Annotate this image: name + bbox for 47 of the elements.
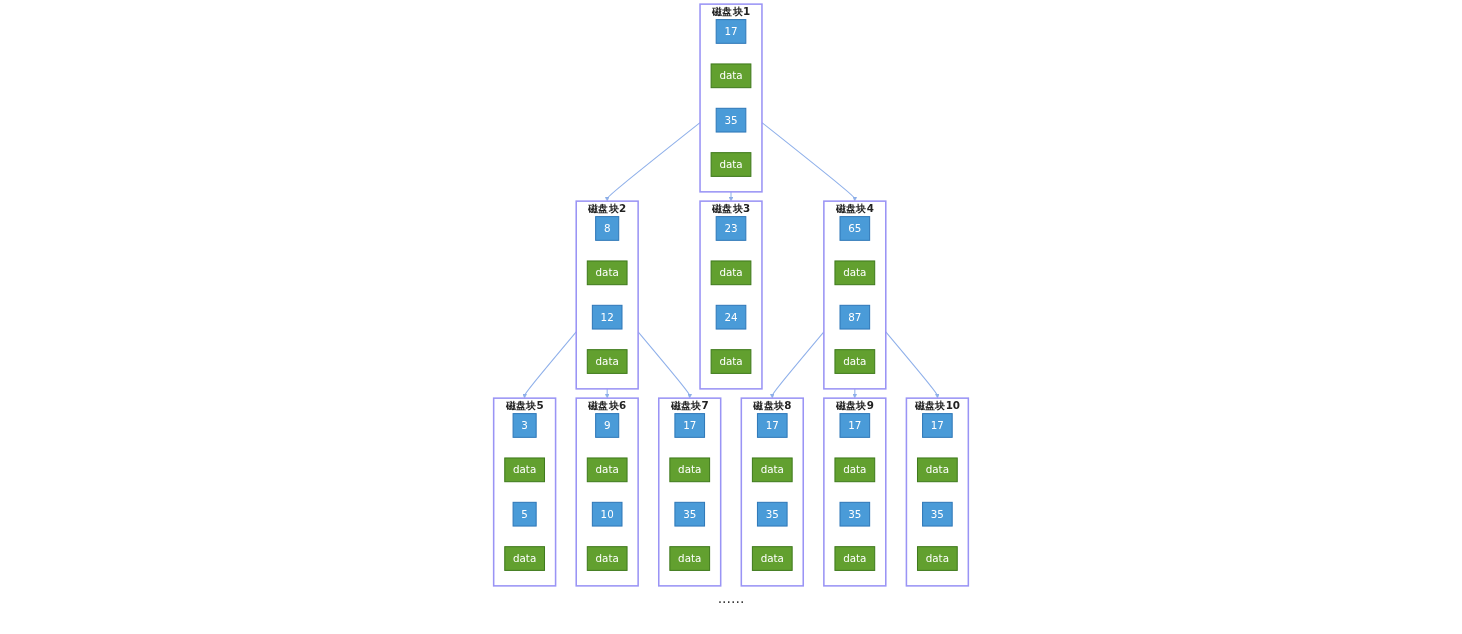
node-box: data xyxy=(710,152,752,177)
node-box: 17 xyxy=(715,19,747,44)
arrow xyxy=(522,331,577,399)
arrow xyxy=(761,122,858,202)
node-box: 17 xyxy=(674,413,706,438)
node-box: 17 xyxy=(756,413,788,438)
node-box: data xyxy=(586,260,628,286)
node-box: data xyxy=(586,349,628,374)
node-box: data xyxy=(751,457,793,483)
node-box: data xyxy=(669,457,711,483)
node-box: 24 xyxy=(715,304,747,330)
node-box: 65 xyxy=(839,216,871,241)
node-box: 23 xyxy=(715,216,747,241)
node-box: data xyxy=(834,349,876,374)
node-box: 35 xyxy=(839,501,871,527)
node-box: data xyxy=(710,260,752,286)
arrow xyxy=(728,191,734,202)
node-box: data xyxy=(834,457,876,483)
node-box: data xyxy=(751,546,793,571)
node-box: 35 xyxy=(715,107,747,133)
node-box: 35 xyxy=(756,501,788,527)
arrow xyxy=(885,331,940,399)
node-box: data xyxy=(710,63,752,89)
node-box: 17 xyxy=(922,413,953,438)
node-box: data xyxy=(669,546,711,571)
node-box: 5 xyxy=(512,501,537,527)
node-box: data xyxy=(504,457,545,483)
node-box: data xyxy=(834,546,876,571)
ellipsis-note: ...... xyxy=(717,590,745,606)
node-box: 12 xyxy=(591,304,623,330)
node-box: 35 xyxy=(674,501,706,527)
node-box: 17 xyxy=(839,413,871,438)
node-box: data xyxy=(710,349,752,374)
node-box: data xyxy=(586,457,628,483)
node-box: 87 xyxy=(839,304,871,330)
node-box: data xyxy=(834,260,876,286)
node-box: data xyxy=(504,546,545,571)
node-box: 9 xyxy=(595,413,620,438)
arrow xyxy=(604,122,701,202)
node-box: 35 xyxy=(922,501,953,527)
node-box: 8 xyxy=(595,216,620,241)
node-box: 3 xyxy=(512,413,537,438)
node-box: data xyxy=(586,546,628,571)
arrow xyxy=(852,388,858,399)
node-box: 10 xyxy=(591,501,623,527)
node-box: data xyxy=(917,546,958,571)
node-box: data xyxy=(917,457,958,483)
